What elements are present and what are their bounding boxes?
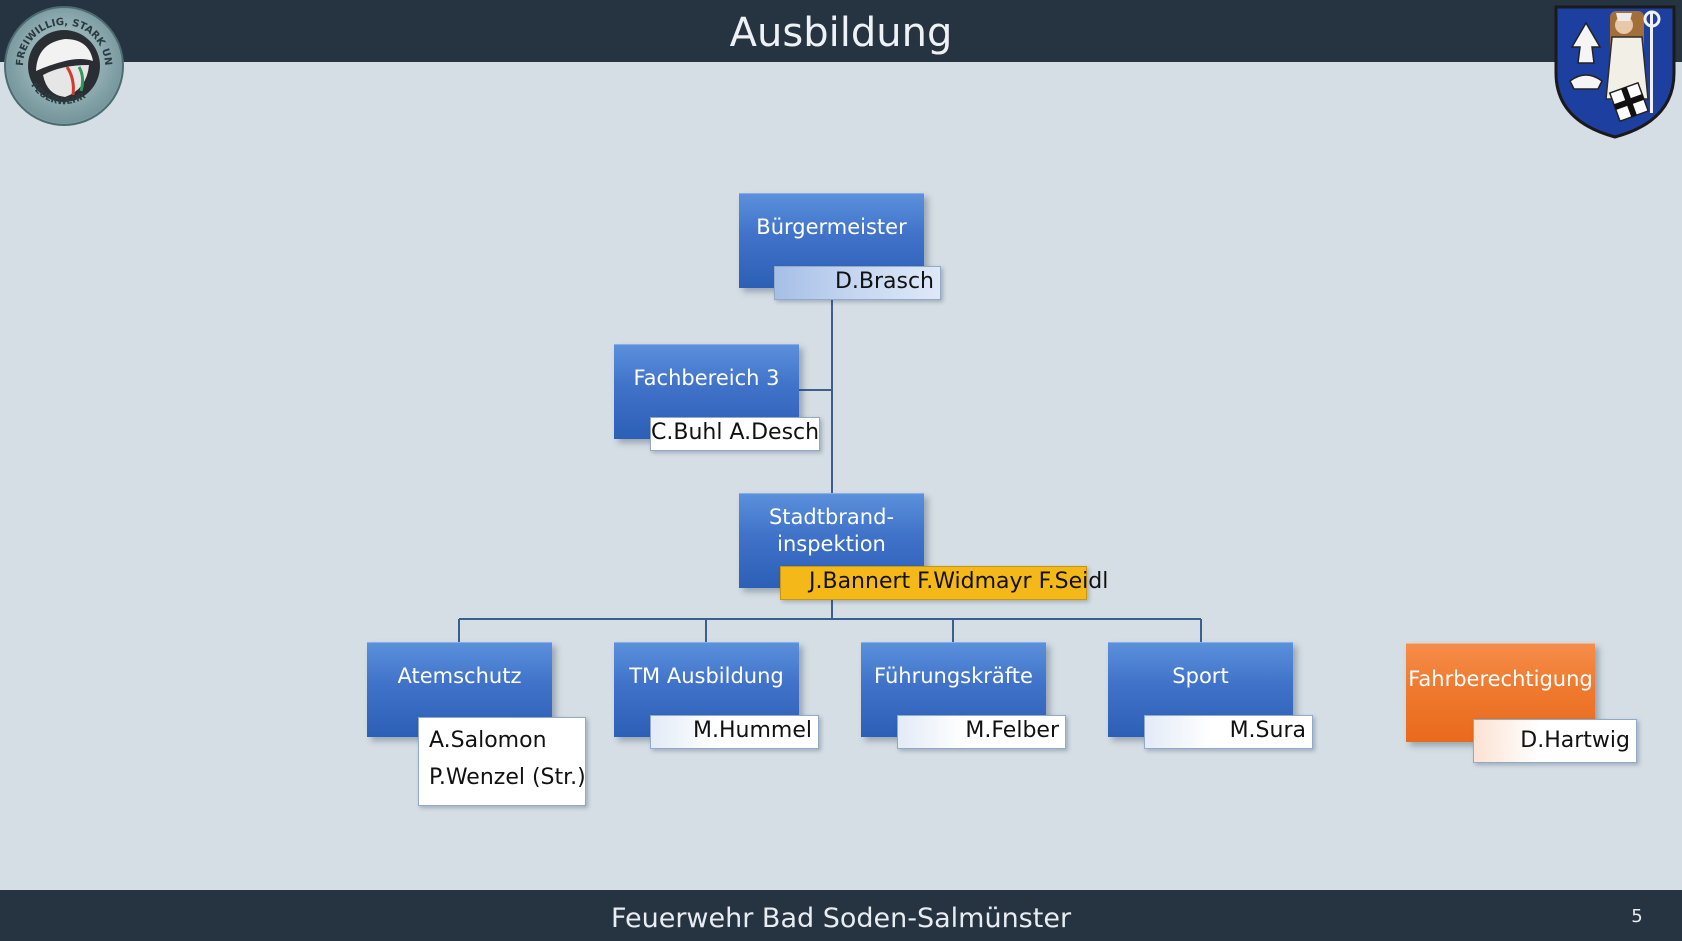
role-label: Sport: [1172, 663, 1229, 688]
firefighter-helmet-icon: FREIWILLIG, STARK UND FAIR FEUERWEHR: [3, 5, 124, 126]
role-label: Atemschutz: [397, 663, 522, 688]
name-tm-ausbildung: M.Hummel: [650, 715, 819, 749]
role-label-line2: inspektion: [777, 532, 886, 556]
name-buergermeister: D.Brasch: [774, 266, 941, 300]
slide-footer: Feuerwehr Bad Soden-Salmünster: [610, 903, 1072, 934]
name-line-2: P.Wenzel (Str.): [429, 765, 586, 790]
name-fahrberechtigung: D.Hartwig: [1473, 719, 1637, 763]
role-label: Fahrberechtigung: [1408, 666, 1593, 691]
name-sport: M.Sura: [1144, 715, 1313, 749]
name-stadtbrandinspektion: J.Bannert F.Widmayr F.Seidl: [780, 566, 1108, 600]
town-coat-of-arms-icon: [1554, 5, 1676, 139]
slide-title: Ausbildung: [729, 10, 953, 56]
role-label: Bürgermeister: [756, 214, 907, 239]
role-label: Fachbereich 3: [633, 365, 780, 390]
footer-bar: [0, 890, 1682, 941]
name-line-1: A.Salomon: [429, 728, 547, 753]
role-label-line1: Stadtbrand-: [768, 505, 895, 529]
name-fachbereich-3: C.Buhl A.Desch: [650, 417, 820, 451]
header-bar: [0, 0, 1682, 62]
name-fuehrungskraefte: M.Felber: [897, 715, 1066, 749]
role-label: Führungskräfte: [874, 663, 1033, 688]
role-label: TM Ausbildung: [629, 663, 784, 688]
page-number: 5: [1631, 906, 1643, 927]
name-atemschutz: A.Salomon P.Wenzel (Str.): [418, 717, 586, 806]
